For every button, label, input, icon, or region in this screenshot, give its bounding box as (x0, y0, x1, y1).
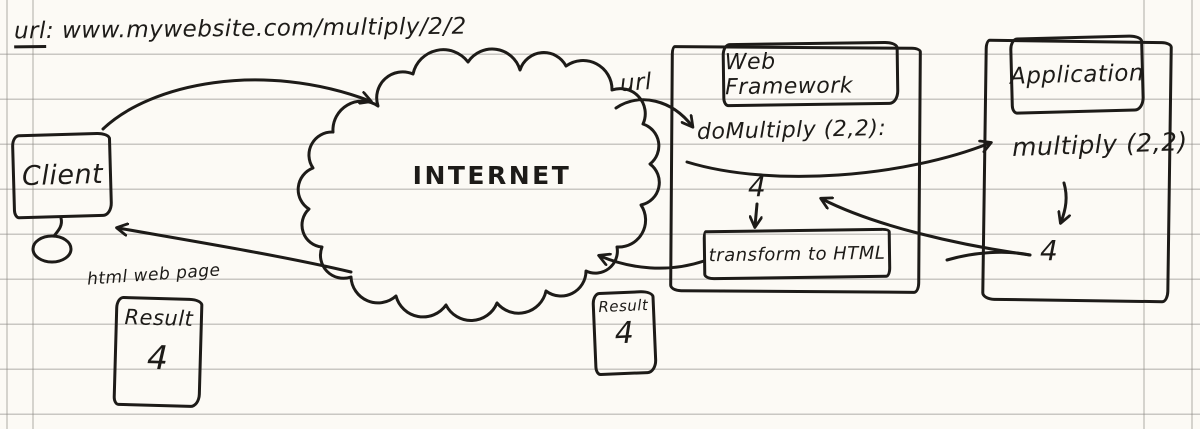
web-framework-title-box: Web Framework (721, 40, 900, 108)
client-label: Client (21, 158, 104, 193)
arrow-framework-value-to-transform (755, 202, 757, 226)
arrow-application-to-framework (822, 199, 1032, 257)
arrow-multiply-to-value (1061, 181, 1066, 222)
arrow-internet-to-client (118, 228, 353, 274)
internet-result-box: Result 4 (591, 289, 658, 377)
internet-label: INTERNET (412, 161, 572, 190)
client-monitor-base-icon (31, 234, 73, 264)
application-title: Application (1009, 59, 1145, 90)
grid-vertical-line (1191, 0, 1193, 429)
arrow-transform-to-internet (600, 256, 706, 270)
client-result-box: Result 4 (112, 295, 204, 409)
application-result-value: 4 (1040, 234, 1059, 267)
internet-cloud-shape (296, 47, 661, 322)
url-note: url: www.mywebsite.com/multiply/2/2 (13, 13, 467, 49)
grid-vertical-line (32, 0, 34, 429)
url-note-address: : www.mywebsite.com/multiply/2/2 (45, 13, 467, 45)
arrow-client-to-internet (101, 78, 370, 131)
url-note-label: url (13, 18, 47, 49)
arrow-internet-to-framework (614, 98, 692, 126)
framework-result-value: 4 (748, 170, 767, 203)
transform-to-html-box: transform to HTML (702, 227, 892, 281)
transform-to-html-label: transform to HTML (708, 242, 886, 266)
web-framework-title: Web Framework (724, 49, 854, 101)
internet-result-title: Result (597, 295, 649, 317)
client-result-title: Result (124, 305, 194, 331)
application-title-box: Application (1009, 34, 1145, 115)
application-call-label: multiply (2,2) (1011, 126, 1189, 163)
client-monitor-stand-icon (52, 216, 63, 238)
internet-result-value: 4 (613, 315, 636, 352)
arrow-framework-to-application (685, 143, 990, 178)
grid-vertical-line (1143, 0, 1145, 429)
grid-vertical-line (6, 0, 8, 429)
framework-call-label: doMultiply (2,2): (696, 116, 887, 145)
url-arrow-label: url (619, 68, 653, 98)
client-result-value: 4 (146, 337, 170, 378)
client-node: Client (10, 131, 114, 220)
